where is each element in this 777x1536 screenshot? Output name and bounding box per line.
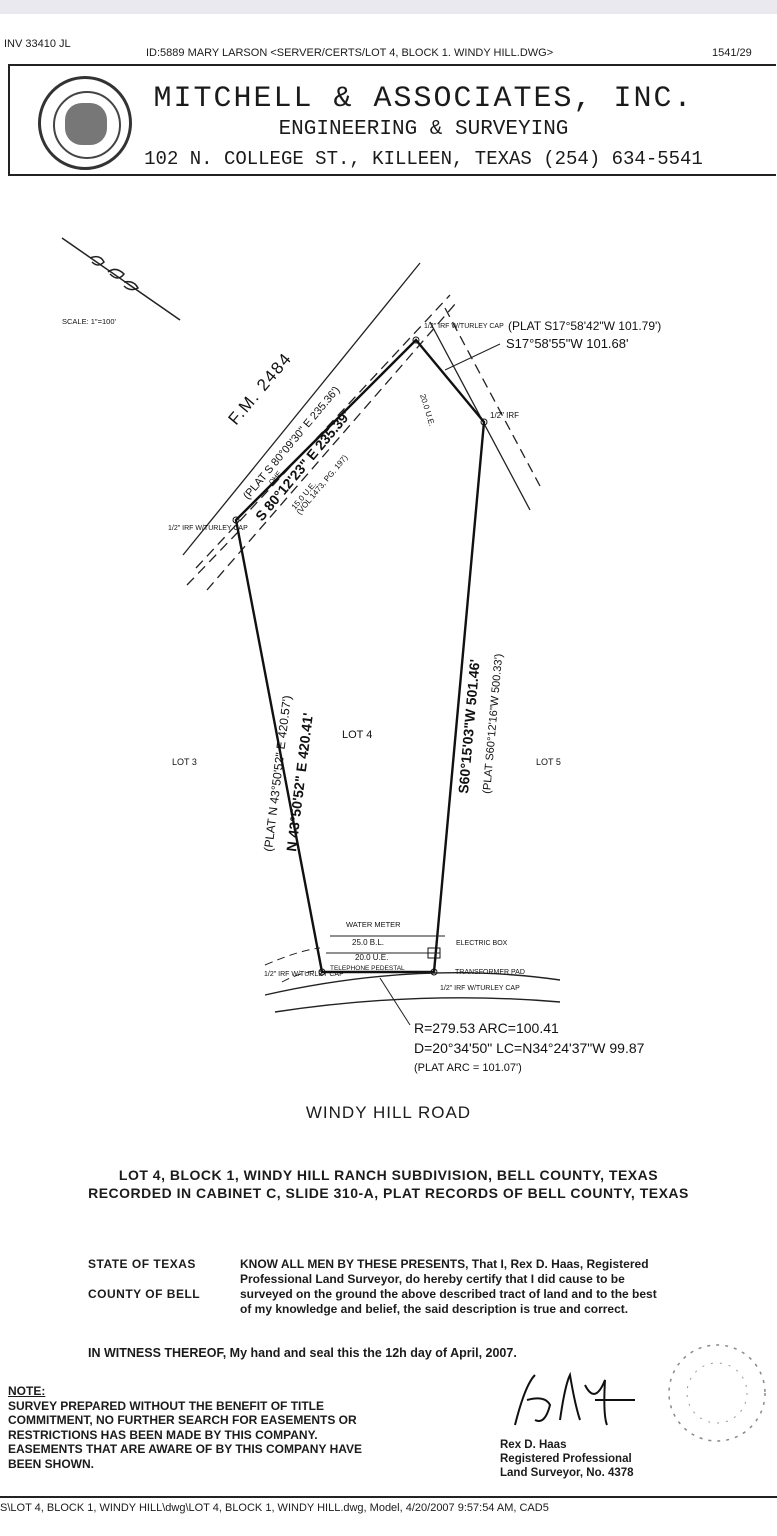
transformer-pad-label: TRANSFORMER PAD: [455, 969, 525, 976]
ue-20-ne-label: 20.0 U.E.: [418, 393, 436, 428]
irf-nw-marker: [232, 516, 240, 524]
irf-top-marker: [412, 336, 420, 344]
curve-leader: [379, 977, 411, 1026]
irf-sw-marker: [318, 968, 326, 976]
surveyor-name: Rex D. Haas: [500, 1439, 567, 1451]
irf-sw-label: 1/2" IRF W/TURLEY CAP: [264, 971, 344, 978]
survey-note: NOTE: SURVEY PREPARED WITHOUT THE BENEFI…: [8, 1384, 388, 1471]
lot-4-boundary: [234, 338, 486, 974]
irf-se-label: 1/2" IRF W/TURLEY CAP: [440, 985, 520, 992]
note-heading: NOTE:: [8, 1384, 46, 1398]
file-id-line: ID:5889 MARY LARSON <SERVER/CERTS/LOT 4,…: [146, 47, 554, 59]
lot-5-label: LOT 5: [536, 757, 561, 767]
water-meter-label: WATER METER: [346, 920, 401, 929]
east-plat-bearing: (PLAT S60°12'16"W 500.33'): [481, 653, 505, 794]
note-text: SURVEY PREPARED WITHOUT THE BENEFIT OF T…: [8, 1398, 363, 1471]
electric-box-label: ELECTRIC BOX: [456, 940, 508, 947]
company-seal-logo: [38, 76, 132, 170]
legal-description-line-2: RECORDED IN CABINET C, SLIDE 310-A, PLAT…: [88, 1185, 689, 1201]
company-name: MITCHELL & ASSOCIATES, INC.: [153, 82, 694, 116]
fm-2484-row-lines: [182, 262, 457, 591]
footer-rule: [0, 1496, 777, 1498]
irf-nw-label: 1/2" IRF W/TURLEY CAP: [168, 525, 248, 532]
surveyor-block: Rex D. Haas Registered Professional Land…: [500, 1438, 634, 1480]
irf-top-label: 1/2" IRF W/TURLEY CAP: [424, 323, 504, 330]
scale-label: SCALE: 1"=100': [62, 317, 116, 326]
ue-20-label: 20.0 U.E.: [355, 953, 388, 962]
footer-file-path: S\LOT 4, BLOCK 1, WINDY HILL\dwg\LOT 4, …: [0, 1502, 549, 1514]
lot-4-label: LOT 4: [342, 729, 372, 741]
irf-se-marker: [430, 968, 438, 976]
invoice-number: INV 33410 JL: [4, 38, 71, 50]
survey-plat-drawing: SCALE: 1"=100' F.M. 2484 (PLAT S 80°09'3…: [61, 237, 661, 1074]
windy-hill-road-label: WINDY HILL ROAD: [305, 1103, 472, 1122]
surveyor-signature: [514, 1371, 635, 1426]
east-short-plat-bearing: (PLAT S17°58'42"W 101.79'): [508, 319, 661, 333]
fm-2484-label: F.M. 2484: [225, 349, 296, 429]
building-line-label: 25.0 B.L.: [352, 938, 384, 947]
north-arrow-icon: [61, 237, 181, 321]
certification-text: KNOW ALL MEN BY THESE PRESENTS, That I, …: [240, 1257, 657, 1316]
east-short-bearing: S17°58'55"W 101.68': [506, 336, 628, 351]
curve-plat-arc: (PLAT ARC = 101.07'): [414, 1062, 522, 1074]
county-label: COUNTY OF BELL: [88, 1287, 201, 1301]
telephone-pedestal-label: TELEPHONE PEDESTAL: [330, 965, 405, 972]
top-bar: [0, 0, 777, 14]
irf-east-marker: [480, 418, 488, 426]
irf-east-label: 1/2" IRF: [490, 411, 519, 420]
surveyor-license: Land Surveyor, No. 4378: [500, 1467, 634, 1479]
page-number: 1541/29: [712, 47, 752, 59]
east-short-leader: [444, 343, 501, 371]
company-subtitle: ENGINEERING & SURVEYING: [278, 118, 569, 141]
curve-delta-chord: D=20°34'50" LC=N34°24'37"W 99.87: [414, 1040, 645, 1056]
legal-description-line-1: LOT 4, BLOCK 1, WINDY HILL RANCH SUBDIVI…: [118, 1167, 659, 1183]
east-bearing: S60°15'03"W 501.46': [455, 659, 483, 795]
lot-3-label: LOT 3: [172, 757, 197, 767]
electric-box-icon: [427, 947, 441, 959]
surveyor-seal-stamp: [668, 1344, 766, 1442]
curve-radius-arc: R=279.53 ARC=100.41: [414, 1020, 559, 1036]
witness-statement: IN WITNESS THEREOF, My hand and seal thi…: [88, 1346, 517, 1360]
surveyor-title: Registered Professional: [500, 1453, 632, 1465]
road-setback-lines: [264, 935, 561, 1013]
company-address: 102 N. COLLEGE ST., KILLEEN, TEXAS (254)…: [144, 148, 703, 170]
title-block: [8, 64, 776, 176]
state-label: STATE OF TEXAS: [88, 1257, 196, 1271]
